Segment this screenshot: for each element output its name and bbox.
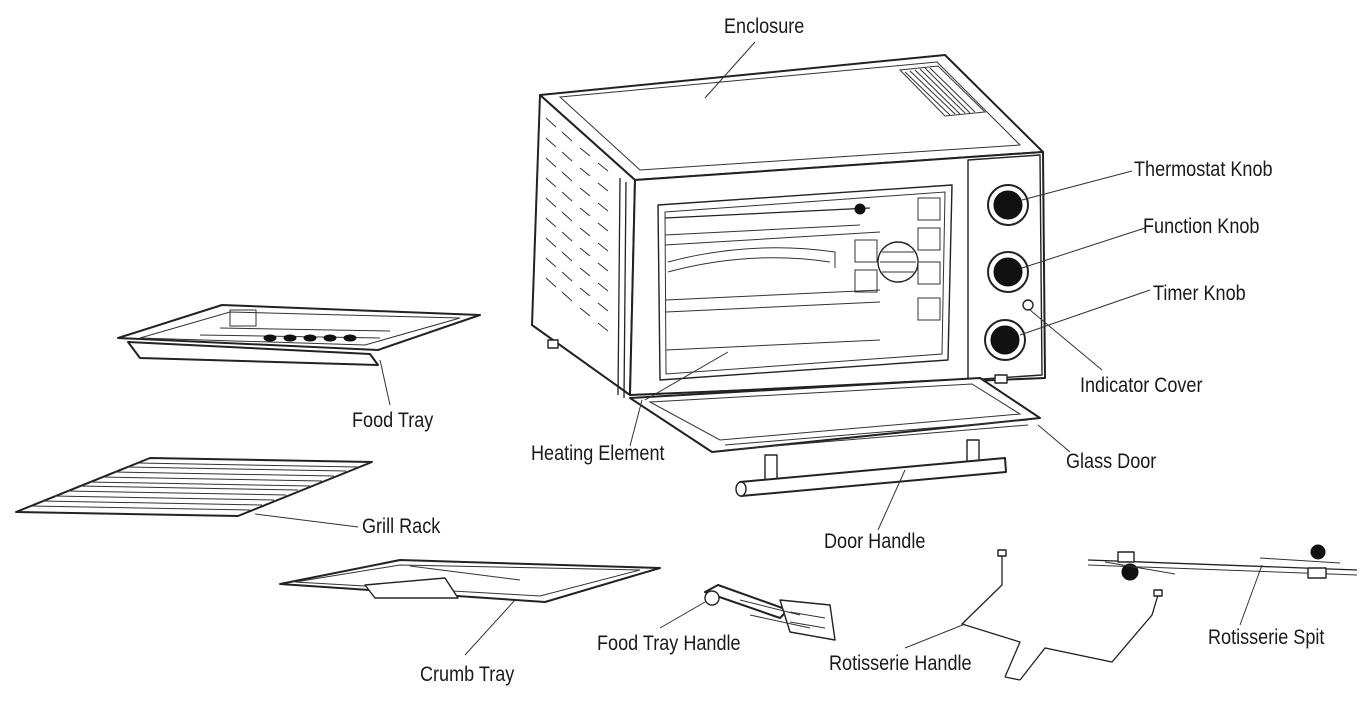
label-timer-knob: Timer Knob (1153, 282, 1246, 305)
food-tray-handle-part (704, 584, 836, 641)
food-tray-part (117, 304, 481, 366)
label-food-tray-handle: Food Tray Handle (597, 632, 741, 655)
grill-rack-part (15, 457, 373, 517)
label-indicator-cover: Indicator Cover (1080, 374, 1203, 397)
label-crumb-tray: Crumb Tray (420, 663, 515, 686)
leader-crumb-tray (464, 599, 516, 656)
label-enclosure: Enclosure (724, 15, 805, 38)
leader-lines (254, 41, 1263, 656)
leader-enclosure (704, 41, 756, 99)
leader-heating-element-2 (644, 351, 729, 401)
label-food-tray: Food Tray (352, 409, 434, 432)
side-vents (545, 117, 609, 332)
leader-glass-door (1037, 424, 1071, 453)
door-handle-part (735, 439, 1007, 497)
leader-thermostat (1021, 170, 1133, 201)
label-rotisserie-handle: Rotisserie Handle (829, 652, 972, 675)
leader-food-tray (379, 359, 391, 406)
glass-door (629, 377, 1041, 453)
label-grill-rack: Grill Rack (362, 515, 441, 538)
label-rotisserie-spit: Rotisserie Spit (1208, 626, 1325, 649)
leader-food-tray-handle (659, 601, 706, 629)
leader-rotisserie-spit (1239, 564, 1263, 626)
leader-timer (1019, 289, 1151, 336)
top-vent (898, 65, 987, 117)
leader-heating-element-1 (629, 399, 643, 447)
indicator-cover (1022, 299, 1034, 311)
leader-door-handle (877, 469, 906, 531)
crumb-tray-part (279, 559, 661, 603)
label-function-knob: Function Knob (1143, 215, 1260, 238)
rotisserie-spit-part (1087, 544, 1358, 581)
label-thermostat-knob: Thermostat Knob (1134, 158, 1273, 181)
leader-indicator (1029, 309, 1103, 371)
leader-rotisserie-handle (904, 623, 966, 649)
label-glass-door: Glass Door (1066, 450, 1157, 473)
label-door-handle: Door Handle (824, 530, 926, 553)
label-heating-element: Heating Element (531, 442, 665, 465)
oven-body (531, 54, 1046, 399)
oven-cavity (657, 184, 953, 381)
leader-grill-rack (254, 513, 359, 528)
leader-function (1021, 227, 1146, 269)
rotisserie-handle-part (960, 549, 1163, 681)
